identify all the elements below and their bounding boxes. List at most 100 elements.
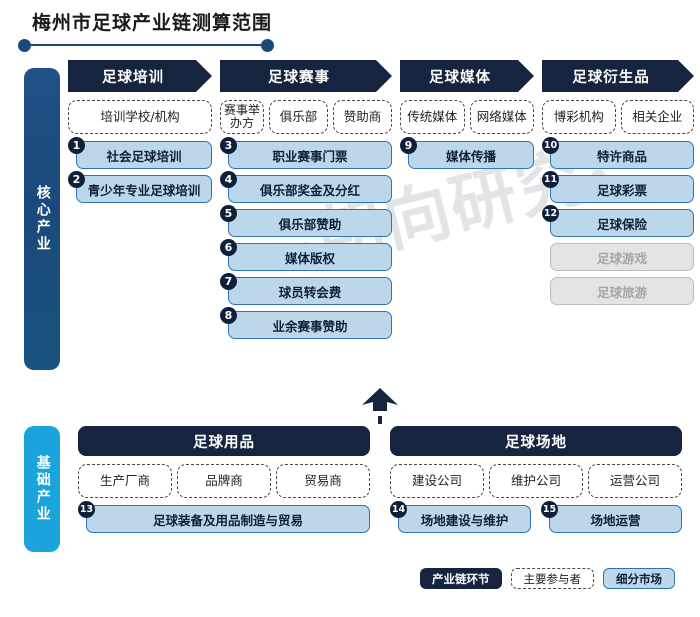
- stage-header[interactable]: 足球媒体: [400, 60, 534, 92]
- layer-tab-core-industry: 核心产业: [24, 68, 60, 370]
- participant-box[interactable]: 品牌商: [177, 464, 271, 498]
- participant-box[interactable]: 维护公司: [489, 464, 583, 498]
- item-label: 场地运营: [549, 505, 682, 533]
- base-stage-header[interactable]: 足球用品: [78, 426, 370, 456]
- page-title: 梅州市足球产业链测算范围: [32, 12, 273, 34]
- participant-row: 博彩机构相关企业: [542, 100, 694, 134]
- item-label: 职业赛事门票: [228, 141, 392, 169]
- participant-box[interactable]: 运营公司: [588, 464, 682, 498]
- participant-box[interactable]: 博彩机构: [542, 100, 616, 134]
- item-number-badge: 8: [220, 307, 237, 324]
- participant-box[interactable]: 培训学校/机构: [68, 100, 212, 134]
- item-label: 足球彩票: [550, 175, 694, 203]
- item-number-badge: 9: [400, 137, 417, 154]
- market-item[interactable]: 足球游戏: [542, 243, 694, 271]
- participant-box[interactable]: 贸易商: [276, 464, 370, 498]
- item-label: 特许商品: [550, 141, 694, 169]
- item-number-badge: 15: [541, 501, 558, 518]
- item-number-badge: 2: [68, 171, 85, 188]
- participant-box[interactable]: 俱乐部: [269, 100, 328, 134]
- item-number-badge: 7: [220, 273, 237, 290]
- item-label: 足球装备及用品制造与贸易: [86, 505, 370, 533]
- item-label: 足球保险: [550, 209, 694, 237]
- title-rule-bar: [28, 44, 264, 46]
- title-rule-dot-right: [261, 39, 274, 52]
- item-label: 场地建设与维护: [398, 505, 531, 533]
- base-stage-header[interactable]: 足球场地: [390, 426, 682, 456]
- participant-box[interactable]: 赛事举办方: [220, 100, 264, 134]
- market-item[interactable]: 足球旅游: [542, 277, 694, 305]
- item-number-badge: 4: [220, 171, 237, 188]
- upward-arrow-icon: [358, 388, 402, 428]
- item-label: 足球游戏: [550, 243, 694, 271]
- participant-row: 生产厂商品牌商贸易商: [78, 464, 370, 498]
- participant-box[interactable]: 相关企业: [620, 100, 694, 134]
- item-label: 青少年专业足球培训: [76, 175, 212, 203]
- item-number-badge: 6: [220, 239, 237, 256]
- item-label: 媒体版权: [228, 243, 392, 271]
- stage-header[interactable]: 足球培训: [68, 60, 212, 92]
- legend-item: 主要参与者: [510, 568, 594, 589]
- participant-row: 传统媒体网络媒体: [400, 100, 534, 134]
- legend-item: 产业链环节: [420, 568, 502, 589]
- item-number-badge: 10: [542, 137, 559, 154]
- item-number-badge: 14: [390, 501, 407, 518]
- item-label: 俱乐部奖金及分红: [228, 175, 392, 203]
- item-label: 俱乐部赞助: [228, 209, 392, 237]
- item-number-badge: 11: [542, 171, 559, 188]
- participant-box[interactable]: 生产厂商: [78, 464, 172, 498]
- item-number-badge: 5: [220, 205, 237, 222]
- participant-row: 建设公司维护公司运营公司: [390, 464, 682, 498]
- item-label: 媒体传播: [408, 141, 534, 169]
- item-label: 社会足球培训: [76, 141, 212, 169]
- item-number-badge: 3: [220, 137, 237, 154]
- title-underline-decoration: [18, 37, 274, 53]
- stage-header[interactable]: 足球赛事: [220, 60, 392, 92]
- stage-header[interactable]: 足球衍生品: [542, 60, 694, 92]
- title-rule-dot-left: [18, 39, 31, 52]
- item-label: 球员转会费: [228, 277, 392, 305]
- participant-box[interactable]: 建设公司: [390, 464, 484, 498]
- legend-item: 细分市场: [603, 568, 675, 589]
- layer-tab-core-label: 核心产业: [34, 185, 51, 253]
- participant-box[interactable]: 网络媒体: [469, 100, 534, 134]
- item-label: 业余赛事赞助: [228, 311, 392, 339]
- participant-box[interactable]: 赞助商: [333, 100, 392, 134]
- item-number-badge: 1: [68, 137, 85, 154]
- item-number-badge: 12: [542, 205, 559, 222]
- title-block: 梅州市足球产业链测算范围: [18, 8, 274, 53]
- participant-box[interactable]: 传统媒体: [400, 100, 465, 134]
- layer-tab-base-label: 基础产业: [34, 455, 51, 523]
- legend: 产业链环节主要参与者细分市场: [420, 568, 675, 589]
- participant-row: 赛事举办方俱乐部赞助商: [220, 100, 392, 134]
- item-number-badge: 13: [78, 501, 95, 518]
- participant-row: 培训学校/机构: [68, 100, 212, 134]
- layer-tab-base-industry: 基础产业: [24, 426, 60, 552]
